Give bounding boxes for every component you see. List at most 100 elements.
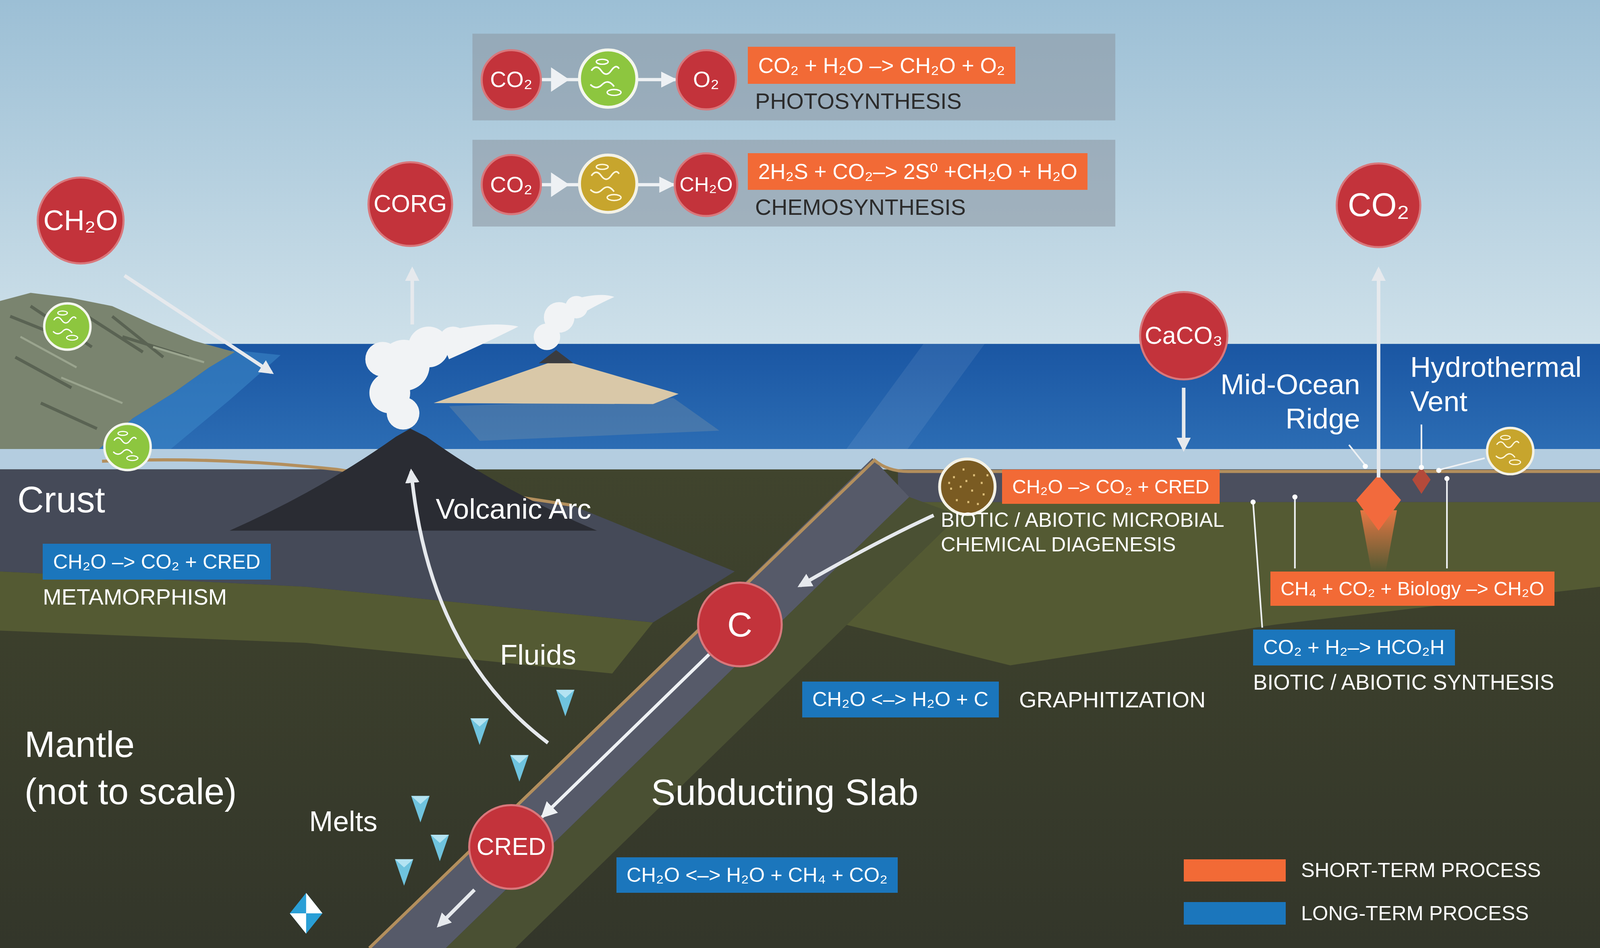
reaction-box: CO₂ + H₂O –> CH₂O + O₂PHOTOSYNTHESIS (747, 46, 1015, 84)
legend-text: SHORT-TERM PROCESS (1301, 858, 1541, 882)
sand-shoal (433, 359, 679, 404)
legend-swatch (1183, 901, 1286, 925)
vent-microbe (1487, 427, 1534, 475)
species-label: C (727, 604, 753, 645)
reaction-box: CH₂O –> CO₂ + CREDBIOTIC / ABIOTIC MICRO… (1002, 469, 1220, 505)
leader-dot (1362, 463, 1368, 470)
reaction-formula: CH₂O –> CO₂ + CRED (53, 549, 261, 574)
circle-fill (469, 805, 554, 889)
reaction-box: CH₂O <–> H₂O + CGRAPHITIZATION (802, 681, 999, 718)
leader-line (1420, 424, 1423, 465)
species-circle: CO₂ (1335, 162, 1422, 249)
process-heading: CHEMOSYNTHESIS (755, 193, 966, 221)
seafloor-line (369, 460, 1600, 948)
land-texture (20, 336, 205, 403)
flow-chevron (551, 172, 570, 198)
chemosynthetic-microbe (579, 155, 637, 213)
volcanic-plume (365, 294, 615, 430)
species-label: CO₂ (1347, 186, 1410, 224)
leader-line (1348, 444, 1366, 466)
reaction-formula: CH₂O <–> H₂O + CH₄ + CO₂ (626, 863, 888, 887)
reaction-box: CH₂O <–> H₂O + CH₄ + CO₂ (616, 857, 899, 893)
trench-water (844, 343, 985, 451)
species-circle: CORG (367, 161, 454, 247)
reaction-box: CO₂ + H₂–> HCO₂HBIOTIC / ABIOTIC SYNTHES… (1253, 629, 1455, 666)
outgassing-arrow (410, 269, 415, 325)
plume-puff (365, 341, 401, 377)
leader-line (1440, 458, 1485, 470)
leader-dots (1250, 463, 1450, 505)
sediment-microbe (939, 458, 996, 515)
species-label: CORG (373, 189, 447, 218)
deep-subduction-arrow (438, 889, 475, 926)
reaction-formula: CO₂ + H₂–> HCO₂H (1263, 635, 1445, 659)
species-circle: C (697, 581, 783, 668)
leader-dot (1292, 494, 1298, 500)
reaction-box: CH₄ + CO₂ + Biology –> CH₂O (1270, 571, 1555, 606)
process-heading: METAMORPHISM (42, 583, 227, 611)
runoff-arrow (124, 275, 272, 373)
species-circle: CaCO₃ (1139, 290, 1229, 381)
region-label: Hydrothermal Vent (1410, 349, 1594, 419)
process-heading: BIOTIC / ABIOTIC SYNTHESIS (1253, 669, 1555, 696)
circle-fill (1336, 163, 1421, 247)
leader-dot (1418, 464, 1424, 470)
species-label: CH₂O (43, 203, 119, 237)
sky (0, 0, 1600, 352)
lithosphere (836, 502, 1600, 666)
flow-arrows (124, 269, 1379, 926)
burial-arrow (800, 515, 934, 586)
hydrothermal-vent (1412, 467, 1431, 494)
species-circle: O₂ (675, 49, 737, 111)
plume-tail (571, 294, 615, 317)
species-label: CO₂ (489, 171, 533, 198)
region-label: Melts (309, 803, 378, 839)
island-cone (538, 349, 574, 364)
reaction-formula: CH₄ + CO₂ + Biology –> CH₂O (1280, 577, 1544, 600)
legend-text: LONG-TERM PROCESS (1301, 901, 1529, 925)
mid-ocean-ridge (1356, 474, 1401, 531)
circle-fill (481, 155, 541, 215)
circle-fill (697, 582, 782, 667)
reaction-formula: CH₂O <–> H₂O + C (812, 687, 989, 711)
region-label: Crust (17, 477, 106, 522)
circle-fill (1139, 292, 1228, 380)
reaction-formula: CO₂ + H₂O –> CH₂O + O₂ (758, 53, 1006, 78)
species-circle: CRED (468, 803, 555, 890)
circle-fill (37, 177, 124, 264)
species-label: CO₂ (489, 66, 533, 93)
ocean (0, 343, 1600, 451)
leader-dot (1436, 467, 1442, 474)
shallow-shelf (448, 397, 720, 441)
leader-line (1253, 502, 1263, 628)
region-label: Fluids (500, 637, 577, 672)
leader-line (1446, 479, 1448, 569)
circle-fill (481, 49, 541, 110)
species-label: CaCO₃ (1144, 321, 1223, 350)
reaction-box: 2H₂S + CO₂–> 2S⁰ +CH₂O + H₂OCHEMOSYNTHES… (747, 153, 1088, 191)
circle-fill (674, 153, 738, 216)
region-label: Volcanic Arc (435, 491, 592, 526)
species-circle: CO₂ (480, 153, 542, 216)
leader-dot (1444, 475, 1450, 482)
reaction-formula: CH₂O –> CO₂ + CRED (1012, 475, 1210, 498)
diamond-facet (289, 892, 323, 934)
reaction-box: CH₂O –> CO₂ + CREDMETAMORPHISM (42, 543, 271, 580)
species-circle: CH₂O (673, 152, 739, 217)
plume-tail (438, 324, 519, 360)
species-label: CRED (476, 832, 546, 861)
process-heading: BIOTIC / ABIOTIC MICROBIAL CHEMICAL DIAG… (940, 507, 1248, 557)
legend-swatch (1183, 859, 1286, 882)
leader-dot (1250, 499, 1256, 505)
flow-chevron (551, 67, 570, 92)
process-heading: GRAPHITIZATION (1018, 685, 1206, 713)
species-circle: CH₂O (36, 176, 125, 265)
species-label: O₂ (693, 66, 720, 93)
region-label: (not to scale) (24, 769, 237, 814)
ridge-outgassing-arrow (1376, 269, 1381, 478)
region-label: Mid-Ocean Ridge (1207, 367, 1361, 436)
land-texture (10, 306, 189, 429)
diamond-icon (289, 892, 323, 934)
species-circle: CO₂ (480, 49, 542, 111)
